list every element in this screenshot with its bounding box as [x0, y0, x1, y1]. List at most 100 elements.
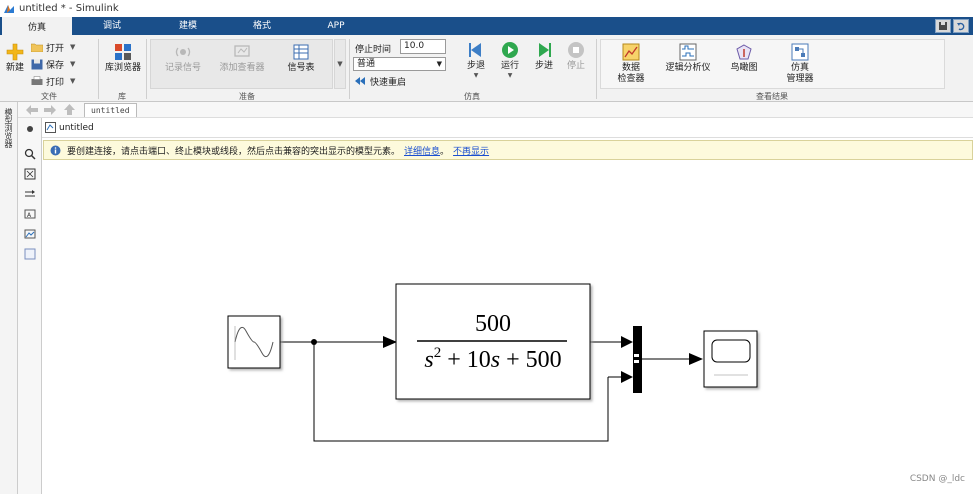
- sine-wave-block[interactable]: [227, 315, 281, 369]
- canvas-palette: A: [18, 118, 42, 494]
- stop-time-input[interactable]: 10.0: [400, 39, 446, 54]
- window-title: untitled * - Simulink: [19, 3, 119, 14]
- quick-undo-button[interactable]: [953, 19, 969, 33]
- logic-analyzer-label: 逻辑分析仪: [665, 63, 711, 73]
- tf-numerator: 500: [475, 311, 511, 337]
- add-viewer-button[interactable]: 添加查看器: [216, 43, 268, 74]
- run-button[interactable]: 运行 ▼: [496, 41, 524, 79]
- hide-show-explorer-icon[interactable]: [24, 123, 36, 135]
- run-dropdown-icon: ▼: [507, 72, 513, 79]
- mux-block[interactable]: [633, 326, 642, 393]
- save-dropdown-icon: ▼: [70, 60, 76, 68]
- quick-access-toolbar: [935, 19, 969, 33]
- simulink-logo-icon: [4, 4, 14, 13]
- sim-manager-label: 仿真 管理器: [786, 63, 814, 84]
- stop-button[interactable]: 停止: [562, 41, 590, 72]
- step-back-label: 步退: [466, 61, 485, 71]
- back-arrow-icon[interactable]: [26, 105, 38, 115]
- logic-analyzer-icon: [679, 43, 697, 61]
- model-browser-label: 模型浏览器: [4, 108, 13, 148]
- open-label: 打开: [46, 43, 65, 54]
- tab-format[interactable]: 格式: [252, 21, 271, 31]
- print-dropdown-icon: ▼: [70, 77, 76, 85]
- step-back-button[interactable]: 步退 ▼: [462, 41, 490, 79]
- ribbon-tab-bar: 仿真 调试 建模 格式 APP: [0, 17, 973, 35]
- block-diagram: 500 s2 + 10s + 500: [227, 283, 758, 442]
- transfer-fcn-block[interactable]: 500 s2 + 10s + 500: [395, 283, 591, 400]
- scope-block[interactable]: [703, 330, 758, 388]
- sim-manager-icon: [791, 43, 809, 61]
- scope-screen-icon: [711, 339, 751, 363]
- log-signals-icon: [175, 47, 191, 57]
- birds-eye-button[interactable]: 鸟瞰图: [724, 43, 764, 74]
- tab-simulation[interactable]: 仿真: [2, 17, 72, 35]
- file-group-label: 文件: [41, 92, 57, 101]
- signal-table-button[interactable]: 信号表: [280, 43, 322, 74]
- save-button[interactable]: 保存 ▼: [31, 57, 75, 71]
- branch-signal-line[interactable]: [313, 342, 609, 442]
- tab-app[interactable]: APP: [327, 21, 345, 31]
- mux-port-mark: [634, 360, 639, 363]
- sine-wave-icon: [234, 326, 274, 358]
- stop-icon: [568, 42, 584, 58]
- area-icon[interactable]: [24, 248, 36, 260]
- simulation-mode-value: 普通: [357, 59, 376, 69]
- svg-text:A: A: [27, 212, 32, 219]
- new-button[interactable]: 新建: [4, 43, 26, 74]
- fast-restart-button[interactable]: 快速重启: [355, 74, 406, 88]
- info-icon: [50, 145, 61, 155]
- add-viewer-icon: [234, 45, 250, 57]
- up-level-icon[interactable]: [64, 104, 75, 115]
- library-browser-label: 库浏览器: [104, 63, 141, 73]
- log-signals-button[interactable]: 记录信号: [160, 43, 206, 74]
- data-inspector-icon: [622, 43, 640, 61]
- open-button[interactable]: 打开▼: [31, 40, 75, 54]
- tab-modeling[interactable]: 建模: [178, 21, 197, 31]
- printer-icon: [31, 75, 43, 85]
- simulate-group-label: 仿真: [464, 92, 480, 101]
- ribbon: 新建 打开▼ 保存▼ 打印▼ 文件 库浏览器 库: [0, 35, 973, 102]
- tab-debug[interactable]: 调试: [102, 21, 121, 31]
- branch-point: [311, 339, 317, 345]
- fast-restart-icon: [355, 77, 365, 85]
- forward-arrow-icon[interactable]: [44, 105, 56, 115]
- print-label: 打印: [46, 77, 65, 88]
- tf-denominator-s: s: [424, 347, 433, 373]
- step-forward-label: 步进: [534, 61, 553, 71]
- quick-save-button[interactable]: [935, 19, 951, 33]
- save-label: 保存: [46, 60, 65, 71]
- data-inspector-button[interactable]: 数据 检查器: [612, 43, 650, 85]
- link-separator: 。: [440, 146, 450, 157]
- annotation-icon[interactable]: A: [24, 208, 36, 220]
- new-plus-icon: [6, 43, 24, 61]
- fast-restart-label: 快速重启: [370, 77, 407, 88]
- print-button[interactable]: 打印 ▼: [31, 74, 75, 88]
- sim-manager-button[interactable]: 仿真 管理器: [780, 43, 820, 85]
- model-name[interactable]: untitled: [59, 122, 94, 133]
- dont-show-again-link[interactable]: 不再显示: [453, 146, 490, 157]
- model-browser-strip[interactable]: 模型浏览器: [0, 102, 18, 494]
- mux-port-mark: [634, 354, 639, 357]
- step-forward-button[interactable]: 步进: [530, 41, 558, 72]
- review-group-label: 查看结果: [756, 92, 788, 101]
- undo-icon: [957, 22, 965, 31]
- simulation-mode-select[interactable]: 普通 ▼: [353, 57, 446, 71]
- details-link[interactable]: 详细信息: [404, 146, 441, 157]
- new-label: 新建: [5, 63, 24, 73]
- model-canvas[interactable]: 500 s2 + 10s + 500 CSDN @_ldc: [43, 161, 973, 494]
- image-icon[interactable]: [24, 228, 36, 240]
- folder-icon: [31, 43, 43, 52]
- logic-analyzer-button[interactable]: 逻辑分析仪: [664, 43, 712, 74]
- stop-label: 停止: [566, 61, 585, 71]
- signal-table-icon: [293, 44, 309, 60]
- zoom-icon[interactable]: [24, 148, 36, 160]
- signal-table-label: 信号表: [287, 63, 315, 73]
- fit-to-view-icon[interactable]: [24, 168, 36, 180]
- tf-denominator-s: s: [491, 347, 500, 373]
- signal-arrow: [689, 353, 703, 365]
- arrow-direction-icon[interactable]: [24, 188, 36, 200]
- library-browser-button[interactable]: 库浏览器: [104, 43, 142, 74]
- model-tab[interactable]: untitled: [84, 103, 137, 117]
- prepare-gallery-expand-button[interactable]: ▼: [334, 39, 346, 89]
